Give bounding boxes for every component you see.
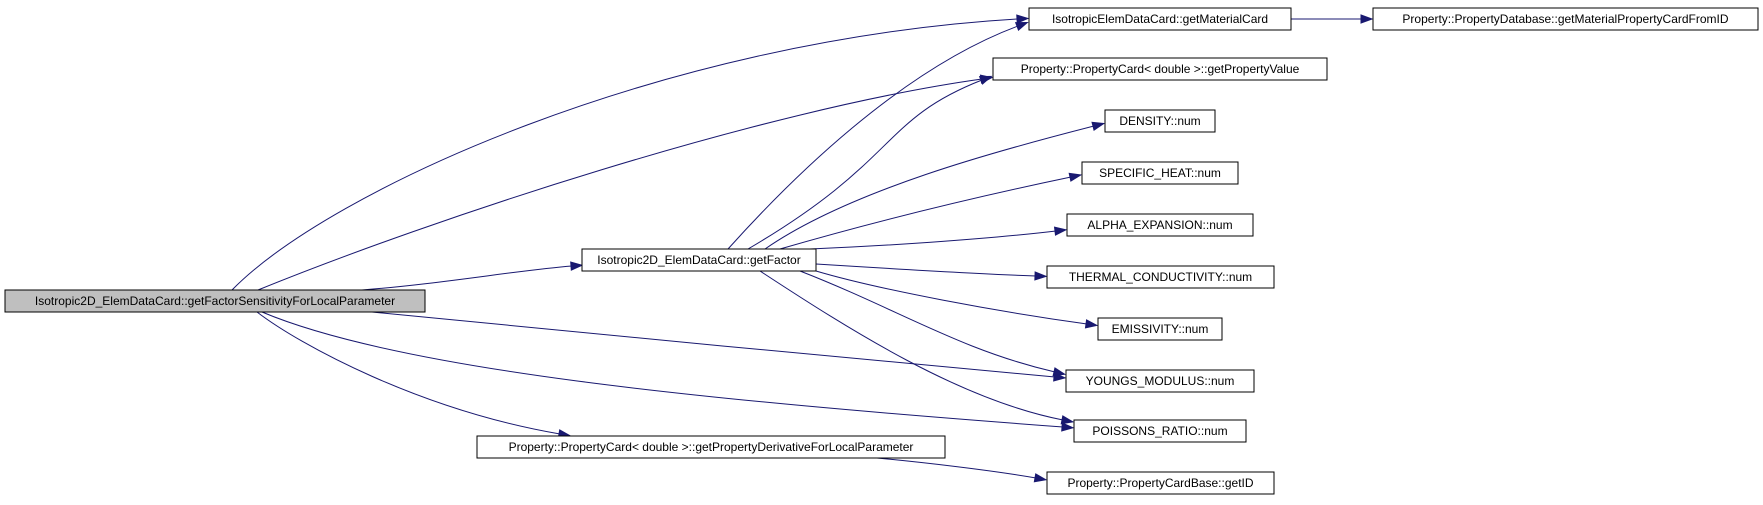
edge-line <box>371 311 1056 378</box>
node-getFactor[interactable]: Isotropic2D_ElemDataCard::getFactor <box>581 248 817 272</box>
edge-line <box>815 263 1037 277</box>
node-label: POISSONS_RATIO::num <box>1092 424 1227 438</box>
edge-line <box>759 270 1064 421</box>
node-box <box>1104 109 1216 133</box>
node-box <box>1372 7 1759 31</box>
edge-getFactor-to-alpha <box>809 226 1068 250</box>
node-box <box>4 289 426 313</box>
node-root[interactable]: Isotropic2D_ElemDataCard::getFactorSensi… <box>4 289 426 313</box>
edge-root-to-getFactor <box>361 261 584 291</box>
node-label: Property::PropertyCard< double >::getPro… <box>509 440 914 454</box>
node-box <box>581 248 817 272</box>
arrowhead-icon <box>1360 14 1374 24</box>
edge-propDeriv-to-getID <box>876 457 1048 483</box>
edge-root-to-propDeriv <box>256 311 572 439</box>
edge-line <box>261 311 1064 428</box>
arrowhead-icon <box>978 75 993 85</box>
edge-line <box>764 125 1095 250</box>
arrowhead-icon <box>1052 367 1067 377</box>
edge-root-to-poisson <box>261 311 1075 432</box>
arrowhead-icon <box>1061 422 1075 432</box>
node-label: IsotropicElemDataCard::getMaterialCard <box>1052 12 1268 26</box>
node-box <box>1065 369 1255 393</box>
node-box <box>992 57 1328 81</box>
node-box <box>1097 317 1223 341</box>
edge-line <box>779 176 1072 250</box>
edges-layer <box>231 14 1374 483</box>
node-dbGet[interactable]: Property::PropertyDatabase::getMaterialP… <box>1372 7 1759 31</box>
node-box <box>1046 265 1275 289</box>
node-specHeat[interactable]: SPECIFIC_HEAT::num <box>1081 161 1239 185</box>
arrowhead-icon <box>1068 172 1083 182</box>
node-poisson[interactable]: POISSONS_RATIO::num <box>1073 419 1247 443</box>
node-label: Property::PropertyCard< double >::getPro… <box>1021 62 1300 76</box>
edge-line <box>876 457 1037 479</box>
edge-getFactor-to-poisson <box>759 270 1075 425</box>
node-label: Property::PropertyCardBase::getID <box>1067 476 1253 490</box>
arrowhead-icon <box>1034 271 1048 281</box>
edge-getFactor-to-density <box>764 121 1106 250</box>
node-propDeriv[interactable]: Property::PropertyCard< double >::getPro… <box>476 435 946 459</box>
node-label: THERMAL_CONDUCTIVITY::num <box>1069 270 1252 284</box>
edge-root-to-youngs <box>371 311 1067 382</box>
node-youngs[interactable]: YOUNGS_MODULUS::num <box>1065 369 1255 393</box>
arrowhead-icon <box>1084 319 1099 329</box>
edge-line <box>747 79 983 250</box>
edge-line <box>257 78 983 291</box>
edge-line <box>799 270 1056 373</box>
node-getID[interactable]: Property::PropertyCardBase::getID <box>1046 471 1275 495</box>
node-box <box>1028 7 1292 31</box>
arrowhead-icon <box>1033 473 1048 483</box>
node-density[interactable]: DENSITY::num <box>1104 109 1216 133</box>
node-thermal[interactable]: THERMAL_CONDUCTIVITY::num <box>1046 265 1275 289</box>
edge-getFactor-to-thermal <box>815 263 1048 281</box>
edge-line <box>361 265 573 291</box>
node-label: Property::PropertyDatabase::getMaterialP… <box>1402 12 1728 26</box>
node-box <box>1046 471 1275 495</box>
arrowhead-icon <box>1016 14 1030 24</box>
edge-line <box>256 311 561 435</box>
edge-root-to-getMatCard <box>231 14 1030 291</box>
node-label: ALPHA_EXPANSION::num <box>1087 218 1232 232</box>
edge-getMatCard-to-dbGet <box>1291 14 1374 24</box>
node-box <box>1073 419 1247 443</box>
node-alpha[interactable]: ALPHA_EXPANSION::num <box>1066 213 1254 237</box>
node-getMatCard[interactable]: IsotropicElemDataCard::getMaterialCard <box>1028 7 1292 31</box>
edge-line <box>815 270 1088 325</box>
edge-getFactor-to-getPropVal <box>747 75 993 250</box>
edge-line <box>809 230 1057 250</box>
node-label: YOUNGS_MODULUS::num <box>1086 374 1235 388</box>
node-box <box>1081 161 1239 185</box>
node-getPropVal[interactable]: Property::PropertyCard< double >::getPro… <box>992 57 1328 81</box>
node-label: SPECIFIC_HEAT::num <box>1099 166 1221 180</box>
node-label: Isotropic2D_ElemDataCard::getFactorSensi… <box>35 294 395 308</box>
edge-line <box>231 18 1019 291</box>
node-box <box>1066 213 1254 237</box>
edge-getFactor-to-youngs <box>799 270 1067 377</box>
node-label: EMISSIVITY::num <box>1112 322 1209 336</box>
node-emiss[interactable]: EMISSIVITY::num <box>1097 317 1223 341</box>
nodes-layer: Isotropic2D_ElemDataCard::getFactorSensi… <box>4 7 1759 495</box>
arrowhead-icon <box>1014 21 1029 31</box>
edge-getFactor-to-emiss <box>815 270 1099 329</box>
arrowhead-icon <box>1091 121 1106 131</box>
edge-getFactor-to-getMatCard <box>727 21 1029 250</box>
node-box <box>476 435 946 459</box>
arrowhead-icon <box>570 261 584 271</box>
edge-getFactor-to-specHeat <box>779 172 1083 250</box>
arrowhead-icon <box>1053 226 1068 236</box>
node-label: DENSITY::num <box>1119 114 1200 128</box>
edge-line <box>727 25 1019 250</box>
node-label: Isotropic2D_ElemDataCard::getFactor <box>597 253 800 267</box>
arrowhead-icon <box>1060 415 1075 425</box>
